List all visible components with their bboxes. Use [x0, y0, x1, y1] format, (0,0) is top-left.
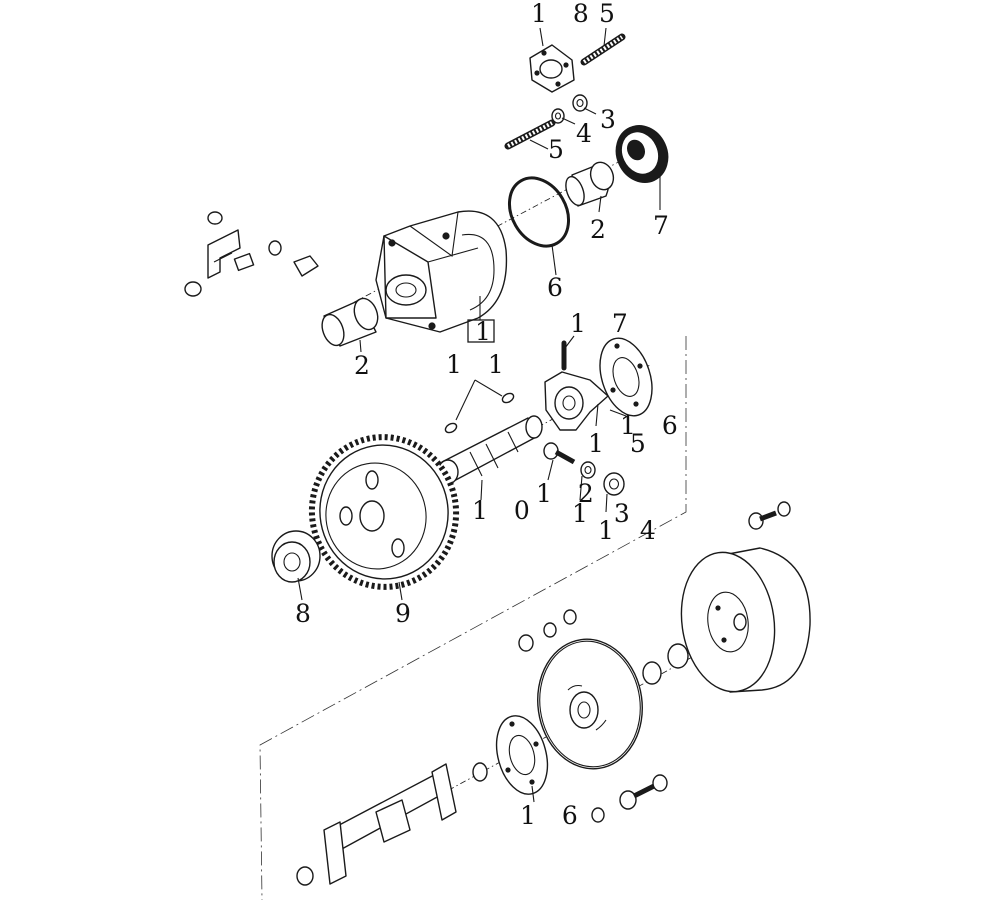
callout-5-mid: 5 [548, 135, 573, 164]
callout-16-bottom: 1 6 [520, 801, 587, 830]
spacer-ring-part [642, 661, 662, 685]
bracket-assembly-part [184, 211, 319, 297]
callout-11: 1 1 [446, 350, 513, 379]
woodruff-keys-part [444, 392, 515, 434]
bushing-upper-part [565, 161, 615, 207]
flywheel-pulley-part [680, 547, 811, 693]
gasket-bottom-part [495, 715, 549, 795]
callout-2-left: 2 [354, 351, 379, 380]
gear-part [308, 434, 460, 590]
callout-7: 7 [653, 211, 678, 240]
callout-labels: 1 8 5 3 4 5 7 2 6 1 2 1 7 1 1 1 6 1 5 1 … [295, 0, 687, 830]
callout-6: 6 [547, 273, 572, 302]
bolt-part [543, 442, 576, 465]
bushing-left-part [321, 297, 379, 347]
callout-13: 1 3 [572, 499, 639, 528]
callout-16-mid: 1 6 [620, 411, 687, 440]
callout-17: 1 7 [570, 309, 637, 338]
callout-1: 1 [475, 317, 500, 346]
bearing-housing-part [544, 371, 609, 431]
pulley-bolt-part [748, 501, 791, 530]
callout-3: 3 [600, 105, 625, 134]
gear-nut-part [271, 530, 321, 583]
callout-10: 1 0 [472, 496, 539, 525]
hex-nut-part [603, 472, 625, 496]
lower-shaft-housing-part [296, 763, 457, 886]
callout-2-top: 2 [590, 215, 615, 244]
callout-5-top: 5 [599, 0, 624, 28]
callout-8: 8 [295, 599, 320, 628]
callout-4: 4 [576, 119, 601, 148]
callout-14: 1 4 [598, 516, 665, 545]
oil-seal-part [615, 125, 669, 183]
pulley-disc-part [537, 638, 643, 770]
spring-washer-part [580, 461, 596, 479]
washer-part [551, 108, 565, 124]
stud-lower-part [504, 119, 556, 150]
callout-1-box [467, 319, 495, 343]
subassembly-phantom-outline [259, 336, 687, 901]
gasket-middle-part [599, 337, 653, 417]
nut-part [572, 94, 588, 112]
callout-18: 1 8 [531, 0, 598, 28]
callout-9: 9 [395, 599, 420, 628]
leader-lines [297, 27, 661, 803]
stud-upper-part [580, 33, 626, 66]
flange-plate-part [529, 44, 575, 93]
pump-housing-part [375, 210, 508, 333]
callout-15: 1 5 [588, 429, 655, 458]
callout-12: 1 2 [536, 479, 603, 508]
disc-fasteners-part [518, 609, 668, 823]
spacer-washer-part [667, 643, 689, 669]
o-ring-part [507, 176, 571, 248]
drive-shaft-part [437, 415, 543, 485]
plug-part [472, 762, 488, 782]
